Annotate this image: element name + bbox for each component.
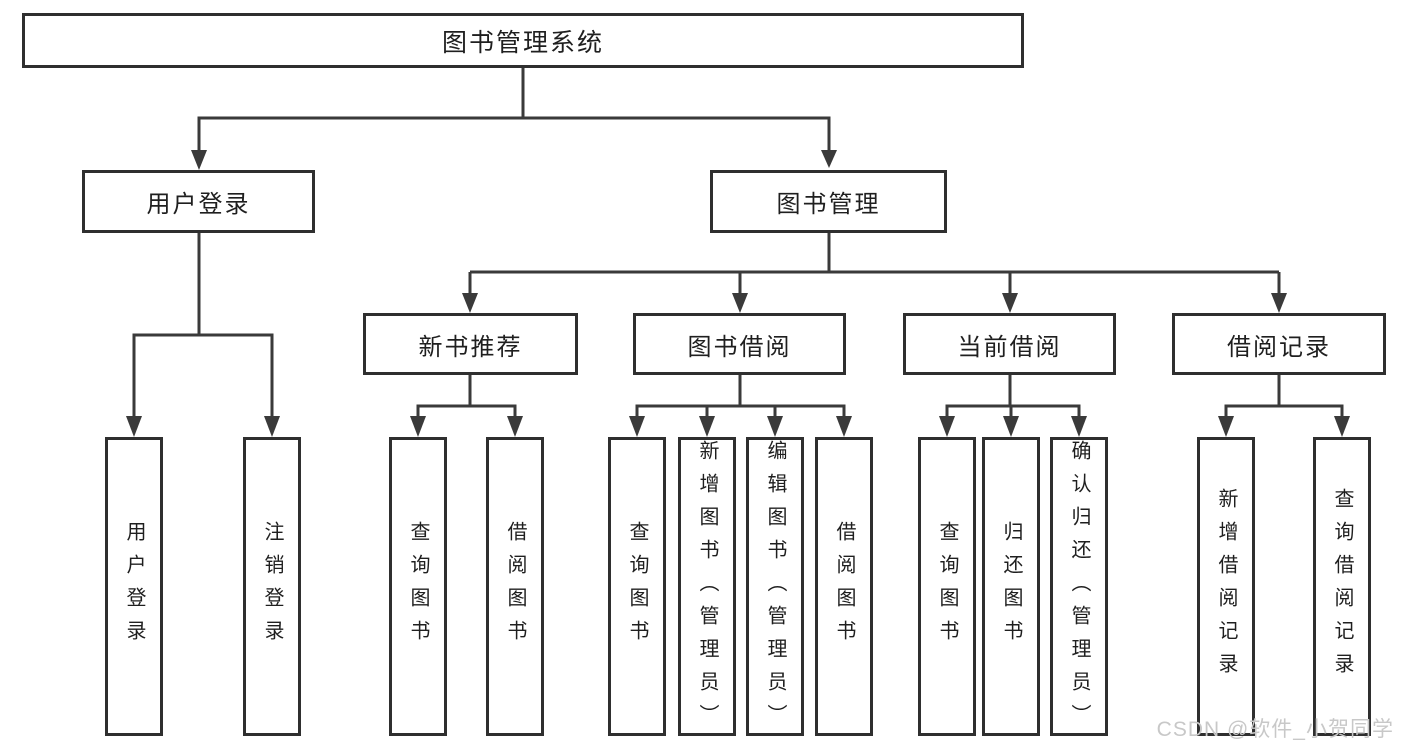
node-label: 借阅记录 (1227, 333, 1331, 361)
node-root-library-system: 图书管理系统 (22, 13, 1024, 68)
leaf-query-borrow-record: 查询借阅记录 (1313, 437, 1371, 736)
csdn-watermark: CSDN @软件_小贺同学 (1156, 718, 1394, 741)
node-user-login: 用户登录 (82, 170, 315, 233)
node-borrow-record: 借阅记录 (1172, 313, 1386, 375)
node-label: 图书管理系统 (441, 28, 604, 57)
node-label: 当前借阅 (957, 333, 1062, 361)
node-label: 借阅图书 (833, 520, 855, 653)
node-label: 编辑图书（管理员） (764, 440, 786, 737)
leaf-borrow-book: 借阅图书 (815, 437, 873, 736)
node-label: 查询借阅记录 (1331, 487, 1353, 686)
node-label: 新增图书（管理员） (696, 440, 718, 737)
node-label: 新书推荐 (418, 333, 523, 361)
leaf-edit-book-admin: 编辑图书（管理员） (746, 437, 804, 737)
node-label: 图书管理 (776, 191, 881, 218)
leaf-query-book-recommend: 查询图书 (389, 437, 447, 736)
node-label: 查询图书 (626, 520, 648, 653)
leaf-query-book-borrow: 查询图书 (608, 437, 666, 736)
leaf-add-borrow-record: 新增借阅记录 (1197, 437, 1255, 736)
node-label: 注销登录 (261, 520, 283, 653)
leaf-return-book: 归还图书 (982, 437, 1040, 736)
node-book-management: 图书管理 (710, 170, 947, 233)
leaf-borrow-book-recommend: 借阅图书 (486, 437, 544, 736)
node-label: 归还图书 (1000, 520, 1022, 653)
leaf-add-book-admin: 新增图书（管理员） (678, 437, 736, 737)
leaf-query-book-current: 查询图书 (918, 437, 976, 736)
node-label: 查询图书 (407, 520, 429, 653)
node-book-borrow: 图书借阅 (633, 313, 846, 375)
node-new-book-recommend: 新书推荐 (363, 313, 578, 375)
node-label: 新增借阅记录 (1215, 487, 1237, 686)
node-label: 确认归还（管理员） (1068, 440, 1090, 737)
leaf-user-login: 用户登录 (105, 437, 163, 736)
node-label: 借阅图书 (504, 520, 526, 653)
node-label: 用户登录 (146, 191, 251, 218)
leaf-logout: 注销登录 (243, 437, 301, 736)
node-label: 用户登录 (123, 520, 145, 653)
leaf-confirm-return-admin: 确认归还（管理员） (1050, 437, 1108, 737)
node-label: 图书借阅 (687, 333, 792, 361)
node-label: 查询图书 (936, 520, 958, 653)
node-current-borrow: 当前借阅 (903, 313, 1116, 375)
